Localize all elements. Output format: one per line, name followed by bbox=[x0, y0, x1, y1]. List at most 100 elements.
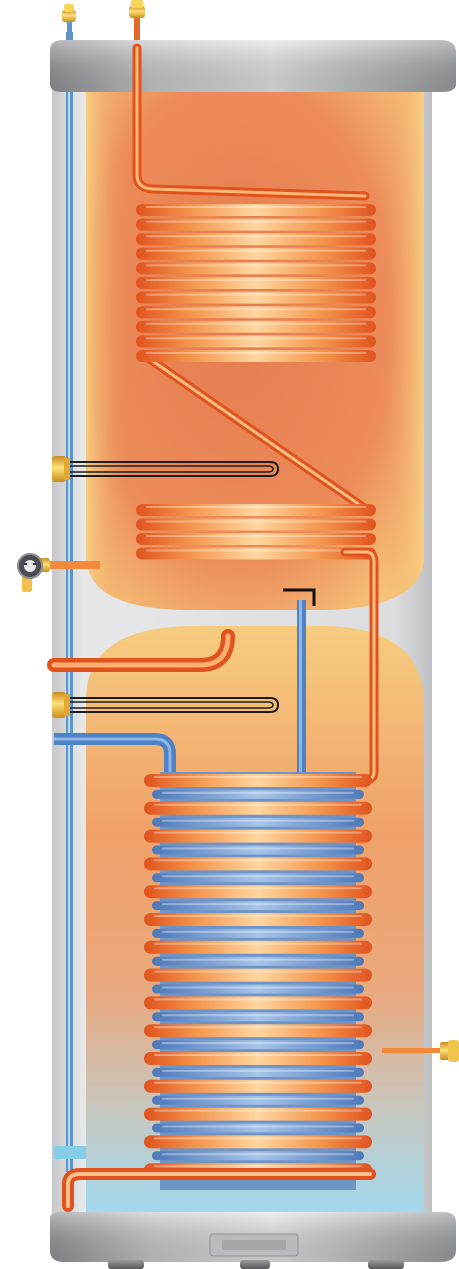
lower-coil-turn-cold bbox=[152, 956, 364, 966]
middle-coil-turn bbox=[136, 504, 376, 516]
upper-immersion-heater bbox=[52, 456, 280, 482]
lower-coil-turn-hot-highlight bbox=[154, 1054, 362, 1056]
upper-coil-turn-highlight bbox=[146, 235, 366, 238]
upper-coil-turn bbox=[136, 350, 376, 362]
lower-coil-turn-cold bbox=[152, 845, 364, 855]
lower-coil-turn-cold-highlight bbox=[162, 819, 354, 822]
lower-coil-turn-cold bbox=[152, 901, 364, 911]
lower-coil-turn-cold bbox=[152, 873, 364, 883]
upper-coil-turn bbox=[136, 247, 376, 260]
lower-coil-turn-hot-highlight bbox=[154, 1137, 362, 1140]
lower-coil-turn-cold-highlight bbox=[162, 986, 354, 989]
lower-coil-turn-cold bbox=[152, 817, 364, 827]
lower-coil-turn-cold bbox=[152, 1095, 364, 1105]
middle-heat-exchanger-coil bbox=[136, 504, 376, 560]
bottom-cap bbox=[50, 1212, 456, 1262]
lower-coil-turn-cold bbox=[152, 1012, 364, 1022]
upper-coil-turn bbox=[136, 262, 376, 275]
middle-coil-turn-highlight bbox=[146, 506, 366, 508]
cylinder-feet bbox=[108, 1260, 404, 1269]
lower-coil-turn-hot-highlight bbox=[154, 998, 362, 1001]
lower-coil-turn-cold-highlight bbox=[162, 847, 354, 850]
lower-coil-turn-hot bbox=[144, 940, 372, 954]
lower-coil-turn-hot-highlight bbox=[154, 887, 362, 890]
lower-coil-turn-hot bbox=[144, 1107, 372, 1121]
lower-coil-turn-cold bbox=[152, 1067, 364, 1077]
upper-coil-turn-highlight bbox=[146, 322, 366, 325]
lower-coil-turn-hot bbox=[144, 996, 372, 1010]
upper-coil-feed-pipe bbox=[132, 43, 370, 201]
lower-flow-inlet-pipe bbox=[47, 629, 235, 672]
lower-coil-turn-hot bbox=[144, 774, 372, 787]
lower-coil-turn-cold-highlight bbox=[162, 1125, 354, 1128]
lower-coil-turn-hot bbox=[144, 968, 372, 982]
lower-coil-turn-hot-highlight bbox=[154, 915, 362, 917]
lower-coil-turn-cold-highlight bbox=[162, 903, 354, 906]
upper-coil-turn-highlight bbox=[146, 293, 366, 296]
lower-coil-turn-hot-highlight bbox=[154, 1026, 362, 1029]
temperature-gauge-icon bbox=[17, 553, 100, 592]
coil-diagonal-pipe bbox=[139, 350, 375, 517]
lower-coil-turn-hot bbox=[144, 857, 372, 871]
bottom-return-pipe bbox=[62, 1168, 376, 1212]
upper-coil-turn bbox=[136, 291, 376, 304]
lower-coil-turn-cold bbox=[152, 1040, 364, 1050]
upper-coil-turn bbox=[136, 218, 376, 231]
lower-coil-turn-hot-highlight bbox=[154, 1165, 362, 1168]
lower-coil-turn-cold-highlight bbox=[162, 1069, 354, 1072]
lower-coil-turn-hot bbox=[144, 885, 372, 899]
lower-coil-turn-hot-highlight bbox=[154, 776, 362, 778]
upper-coil-turn-highlight bbox=[146, 279, 366, 281]
lower-coil-turn-cold-highlight bbox=[162, 1153, 354, 1156]
middle-coil-turn-highlight bbox=[146, 520, 366, 523]
upper-coil-turn-highlight bbox=[146, 264, 366, 267]
lower-coil-turn-hot-highlight bbox=[154, 859, 362, 862]
lower-coil-turn-hot-highlight bbox=[154, 831, 362, 834]
lower-coil-turn-hot bbox=[144, 913, 372, 926]
lower-coil-turn-hot-highlight bbox=[154, 803, 362, 806]
lower-coil-turn-cold bbox=[152, 1151, 364, 1161]
lower-coil-turn-hot-highlight bbox=[154, 942, 362, 945]
upper-coil-turn bbox=[136, 306, 376, 319]
top-supply-pipes bbox=[67, 14, 140, 48]
middle-coil-turn-highlight bbox=[146, 535, 366, 537]
lower-coil-turn-hot bbox=[144, 801, 372, 815]
lower-coil-turn-hot-highlight bbox=[154, 1081, 362, 1084]
brass-fitting-icon bbox=[52, 692, 70, 718]
lower-coil-turn-cold-highlight bbox=[162, 1042, 354, 1045]
brass-fitting-icon bbox=[52, 456, 70, 482]
drain-valve-icon bbox=[382, 1040, 459, 1062]
lower-coil-turn-hot bbox=[144, 1052, 372, 1065]
lower-heat-exchanger-coil bbox=[144, 772, 372, 1190]
upper-coil-turn-highlight bbox=[146, 337, 366, 340]
left-vertical-pipes bbox=[54, 32, 86, 1172]
lower-coil-turn-cold bbox=[152, 928, 364, 938]
upper-coil-turn-highlight bbox=[146, 249, 366, 252]
middle-coil-turn bbox=[136, 533, 376, 545]
cold-dip-pipe bbox=[283, 588, 316, 776]
brass-fitting-icon bbox=[129, 0, 145, 18]
brass-fitting-icon bbox=[62, 4, 76, 22]
lower-coil-turn-hot-highlight bbox=[154, 1109, 362, 1112]
lower-coil-turn-cold-highlight bbox=[162, 1097, 354, 1100]
upper-coil-turn-highlight bbox=[146, 352, 366, 354]
lower-immersion-heater bbox=[52, 692, 280, 718]
lower-coil-turn-hot-highlight bbox=[154, 970, 362, 973]
cold-inlet-pipe bbox=[54, 733, 176, 780]
lower-coil-turn-cold-highlight bbox=[162, 958, 354, 961]
middle-coil-turn-highlight bbox=[146, 549, 366, 552]
upper-coil-turn bbox=[136, 204, 376, 216]
upper-coil-turn bbox=[136, 320, 376, 333]
lower-coil-turn-cold bbox=[152, 984, 364, 994]
middle-coil-turn bbox=[136, 547, 376, 560]
upper-coil-turn-highlight bbox=[146, 308, 366, 311]
lower-coil-turn-cold-highlight bbox=[162, 791, 354, 794]
lower-coil-turn-cold-highlight bbox=[162, 1014, 354, 1017]
upper-coil-turn bbox=[136, 233, 376, 246]
upper-coil-turn-highlight bbox=[146, 206, 366, 208]
upper-heat-exchanger-coil bbox=[136, 204, 376, 362]
upper-coil-turn bbox=[136, 277, 376, 289]
upper-coil-turn bbox=[136, 335, 376, 348]
lower-coil-turn-cold-highlight bbox=[162, 875, 354, 878]
